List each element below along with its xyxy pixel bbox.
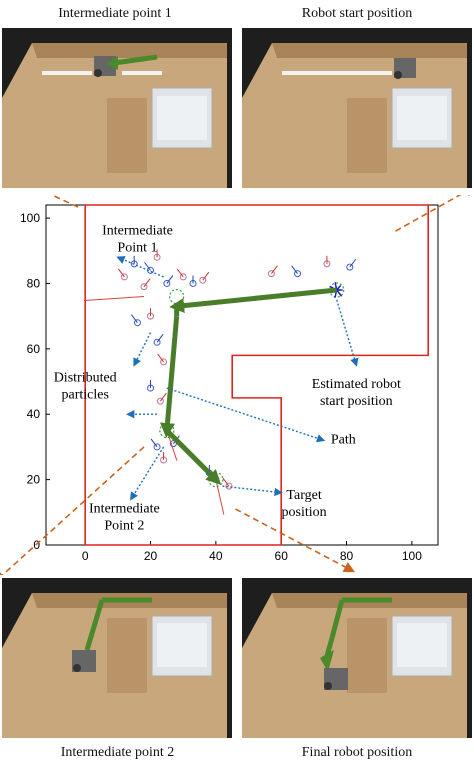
photo-link-arrow bbox=[235, 508, 356, 573]
y-tick-label: 80 bbox=[27, 276, 41, 290]
annotation-arrow bbox=[222, 485, 283, 497]
particle-heading bbox=[166, 275, 174, 284]
label-intermediate-point-2: Point 2 bbox=[104, 518, 144, 533]
particle-heading bbox=[349, 258, 357, 268]
robot-path-segment bbox=[169, 287, 337, 314]
particle-heading bbox=[176, 268, 184, 278]
photo-robot-start-position bbox=[242, 28, 472, 188]
label-target-position: position bbox=[282, 505, 327, 520]
x-tick-label: 60 bbox=[275, 549, 289, 563]
photo-intermediate-point-1 bbox=[2, 28, 232, 188]
particle-heading bbox=[291, 265, 298, 274]
x-tick-label: 100 bbox=[402, 549, 422, 563]
start-particle bbox=[336, 289, 343, 297]
particle-heading bbox=[222, 477, 230, 487]
particle-heading bbox=[144, 262, 151, 271]
caption-robot-start-position: Robot start position bbox=[301, 6, 413, 21]
label-intermediate-point-2: Intermediate bbox=[89, 501, 160, 516]
particle-heading bbox=[156, 334, 164, 343]
particle bbox=[267, 270, 275, 278]
particle bbox=[133, 319, 141, 327]
annotation-arrow bbox=[166, 387, 326, 443]
particle bbox=[179, 273, 187, 281]
photo-intermediate-point-2 bbox=[2, 578, 232, 738]
label-distributed-particles: particles bbox=[61, 388, 108, 403]
particle bbox=[120, 273, 128, 281]
particle bbox=[199, 276, 207, 284]
x-tick-label: 0 bbox=[82, 549, 89, 563]
y-tick-label: 100 bbox=[20, 211, 40, 225]
annotation-arrow bbox=[336, 299, 359, 367]
particle-heading bbox=[143, 278, 151, 288]
particle-heading bbox=[215, 479, 225, 515]
map-plot: 020406080100020406080100 IntermediatePoi… bbox=[0, 195, 474, 575]
y-tick-label: 60 bbox=[27, 342, 41, 356]
particle bbox=[153, 338, 161, 346]
y-tick-label: 40 bbox=[27, 407, 41, 421]
caption-intermediate-point-2: Intermediate point 2 bbox=[60, 745, 175, 760]
label-intermediate-point-1: Intermediate bbox=[102, 223, 173, 238]
particle-heading bbox=[157, 353, 165, 363]
label-path: Path bbox=[331, 433, 356, 448]
robot-path-segment bbox=[160, 315, 180, 439]
plot-frame bbox=[45, 204, 439, 546]
robot-path-segment bbox=[165, 428, 222, 485]
photo-final-robot-position bbox=[242, 578, 472, 738]
label-distributed-particles: Distributed bbox=[54, 371, 117, 386]
particle-heading bbox=[270, 265, 278, 274]
particle-heading bbox=[131, 314, 138, 323]
annotation-arrow bbox=[116, 256, 164, 278]
particle-heading bbox=[118, 268, 125, 278]
particle bbox=[153, 443, 161, 451]
particle bbox=[163, 279, 171, 287]
particle bbox=[225, 482, 233, 490]
label-estimated-start: Estimated robot bbox=[312, 377, 401, 392]
y-tick-label: 20 bbox=[27, 473, 41, 487]
start-particle bbox=[336, 284, 342, 291]
caption-intermediate-point-1: Intermediate point 1 bbox=[58, 6, 172, 21]
x-tick-label: 80 bbox=[340, 549, 354, 563]
photo-link-arrow bbox=[0, 446, 145, 575]
label-target-position: Target bbox=[286, 488, 321, 503]
particle bbox=[346, 263, 354, 271]
x-tick-label: 40 bbox=[209, 549, 223, 563]
x-tick-label: 20 bbox=[144, 549, 158, 563]
caption-final-robot-position: Final robot position bbox=[301, 745, 413, 760]
particle bbox=[156, 397, 164, 405]
particle-heading bbox=[202, 271, 210, 281]
particle bbox=[140, 283, 148, 291]
label-estimated-start: start position bbox=[320, 394, 393, 409]
particle-heading bbox=[150, 438, 158, 448]
particle-heading bbox=[83, 296, 145, 302]
label-intermediate-point-1: Point 1 bbox=[117, 240, 157, 255]
particle bbox=[160, 358, 168, 366]
photo-link-arrow bbox=[395, 195, 474, 232]
particle-heading bbox=[159, 392, 167, 402]
particle bbox=[294, 270, 302, 278]
